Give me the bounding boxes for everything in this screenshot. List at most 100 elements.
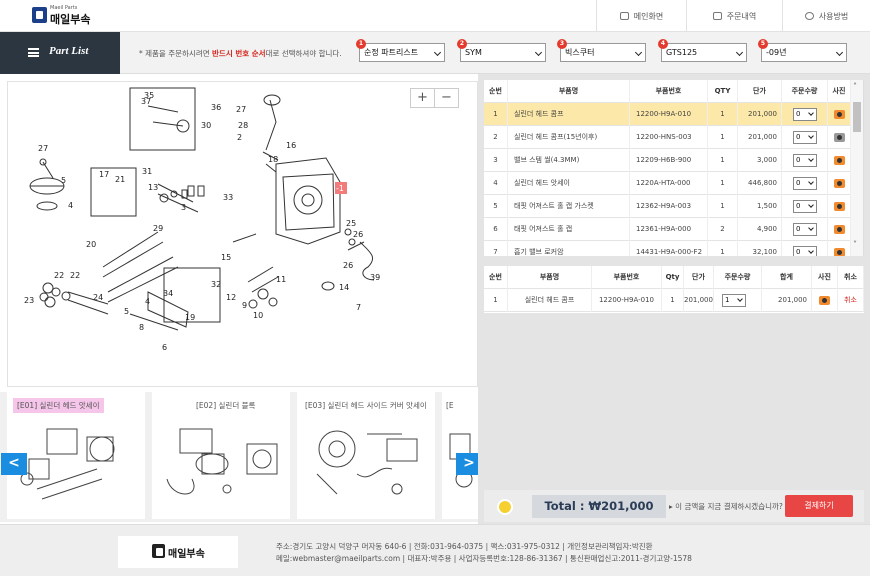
home-icon: [619, 12, 629, 20]
col-header: 주문수량: [714, 266, 762, 289]
cell-no: 5: [484, 195, 508, 218]
svg-text:6: 6: [162, 343, 167, 352]
qty-select[interactable]: 0: [793, 108, 817, 121]
svg-text:7: 7: [356, 303, 361, 312]
cell-name: 태핏 어져스트 홀 캡: [508, 218, 630, 241]
col-header: 사진: [812, 266, 838, 289]
svg-text:13: 13: [148, 183, 158, 192]
part-list-panel[interactable]: Part List: [0, 32, 120, 74]
highlighted-part-label: -1: [336, 184, 344, 193]
cell-price: 4,900: [738, 218, 782, 241]
cell-partno: 14431-H9A-000-F2: [630, 241, 708, 256]
camera-icon[interactable]: [834, 202, 845, 211]
thumbnail-card[interactable]: [E01] 실린더 헤드 앗세이: [7, 392, 145, 519]
cell-partno: 12362-H9A-003: [630, 195, 708, 218]
cell-photo: [828, 241, 851, 256]
cell-partno: 12200-HNS-003: [630, 126, 708, 149]
thumbnail-label: [E: [446, 401, 454, 410]
cell-photo: [828, 149, 851, 172]
svg-text:2: 2: [237, 133, 242, 142]
svg-text:23: 23: [24, 296, 34, 305]
footer: 매일부속 주소:경기도 고양시 덕양구 머자동 640-6 | 전화:031-9…: [0, 524, 870, 576]
svg-text:27: 27: [236, 105, 246, 114]
svg-text:11: 11: [276, 275, 286, 284]
thumbnail-card[interactable]: [E02] 실린더 블록: [152, 392, 290, 519]
cell-qty: 1: [708, 103, 738, 126]
camera-icon[interactable]: [834, 248, 845, 256]
cell-order-qty: 0: [782, 218, 828, 241]
col-header: 부품번호: [630, 80, 708, 103]
cell-price: 3,000: [738, 149, 782, 172]
nav-howto-label: 사용방법: [818, 11, 849, 21]
svg-text:19: 19: [185, 313, 195, 322]
svg-text:27: 27: [38, 144, 48, 153]
nav-home[interactable]: 메인화면: [596, 0, 686, 32]
zoom-in-button[interactable]: +: [410, 88, 435, 108]
svg-text:4: 4: [145, 297, 150, 306]
nav-howto[interactable]: 사용방법: [782, 0, 870, 32]
camera-icon[interactable]: [819, 296, 830, 305]
cell-partno: 1220A-HTA-000: [630, 172, 708, 195]
select-year[interactable]: 5-09년: [758, 39, 847, 62]
qty-select[interactable]: 0: [793, 154, 817, 167]
thumbnail-card[interactable]: [E03] 실린더 헤드 사이드 커버 앗세이: [297, 392, 435, 519]
cell-qty: 1: [708, 149, 738, 172]
cell-order-qty: 0: [782, 103, 828, 126]
cart-cell-order-qty: 1: [714, 289, 762, 312]
step-badge: 2: [457, 39, 467, 49]
cart-qty-select[interactable]: 1: [722, 294, 746, 307]
camera-icon[interactable]: [834, 179, 845, 188]
camera-icon[interactable]: [834, 156, 845, 165]
thumbnail-drawing: [166, 428, 278, 495]
qty-select[interactable]: 0: [793, 246, 817, 256]
instruction-text-end: 대로 선택하셔야 합니다.: [265, 49, 342, 58]
cart-table-header: 순번 부품명 부품번호 Qty 단가 주문수량 합계 사진 취소: [484, 266, 864, 289]
cell-photo: [828, 218, 851, 241]
scroll-down-icon[interactable]: ˅: [853, 240, 857, 249]
col-header: Qty: [662, 266, 684, 289]
cell-qty: 1: [708, 241, 738, 256]
zoom-out-button[interactable]: −: [434, 88, 459, 108]
cell-price: 1,500: [738, 195, 782, 218]
svg-text:26: 26: [353, 230, 363, 239]
footer-logo[interactable]: 매일부속: [118, 536, 238, 568]
nav-orders[interactable]: 주문내역: [686, 0, 782, 32]
col-header: 단가: [738, 80, 782, 103]
carousel-next-button[interactable]: >: [456, 453, 482, 475]
qty-select[interactable]: 0: [793, 131, 817, 144]
svg-text:33: 33: [223, 193, 233, 202]
camera-icon[interactable]: [834, 110, 845, 119]
carousel-prev-button[interactable]: <: [1, 453, 27, 475]
cancel-button[interactable]: 취소: [838, 289, 864, 312]
logo-text: 매일부속: [50, 13, 91, 26]
pay-button[interactable]: 결제하기: [785, 495, 853, 517]
camera-icon[interactable]: [834, 133, 845, 142]
cell-partno: 12200-H9A-010: [630, 103, 708, 126]
svg-text:22: 22: [54, 271, 64, 280]
qty-select[interactable]: 0: [793, 177, 817, 190]
scroll-thumb[interactable]: [853, 102, 861, 132]
selection-bar: Part List * 제품을 주문하시려면 반드시 번호 순서대로 선택하셔야…: [0, 32, 870, 74]
svg-text:12: 12: [226, 293, 236, 302]
scroll-up-icon[interactable]: ˄: [853, 82, 857, 91]
camera-icon[interactable]: [834, 225, 845, 234]
cart-table: 순번 부품명 부품번호 Qty 단가 주문수량 합계 사진 취소 1 실린더 헤…: [484, 266, 864, 313]
qty-select[interactable]: 0: [793, 200, 817, 213]
svg-text:10: 10: [253, 311, 263, 320]
cell-qty: 1: [708, 172, 738, 195]
parts-scrollbar[interactable]: ˄ ˅: [851, 80, 863, 256]
logo[interactable]: Maeil Parts 매일부속: [32, 5, 92, 27]
qty-select[interactable]: 0: [793, 223, 817, 236]
